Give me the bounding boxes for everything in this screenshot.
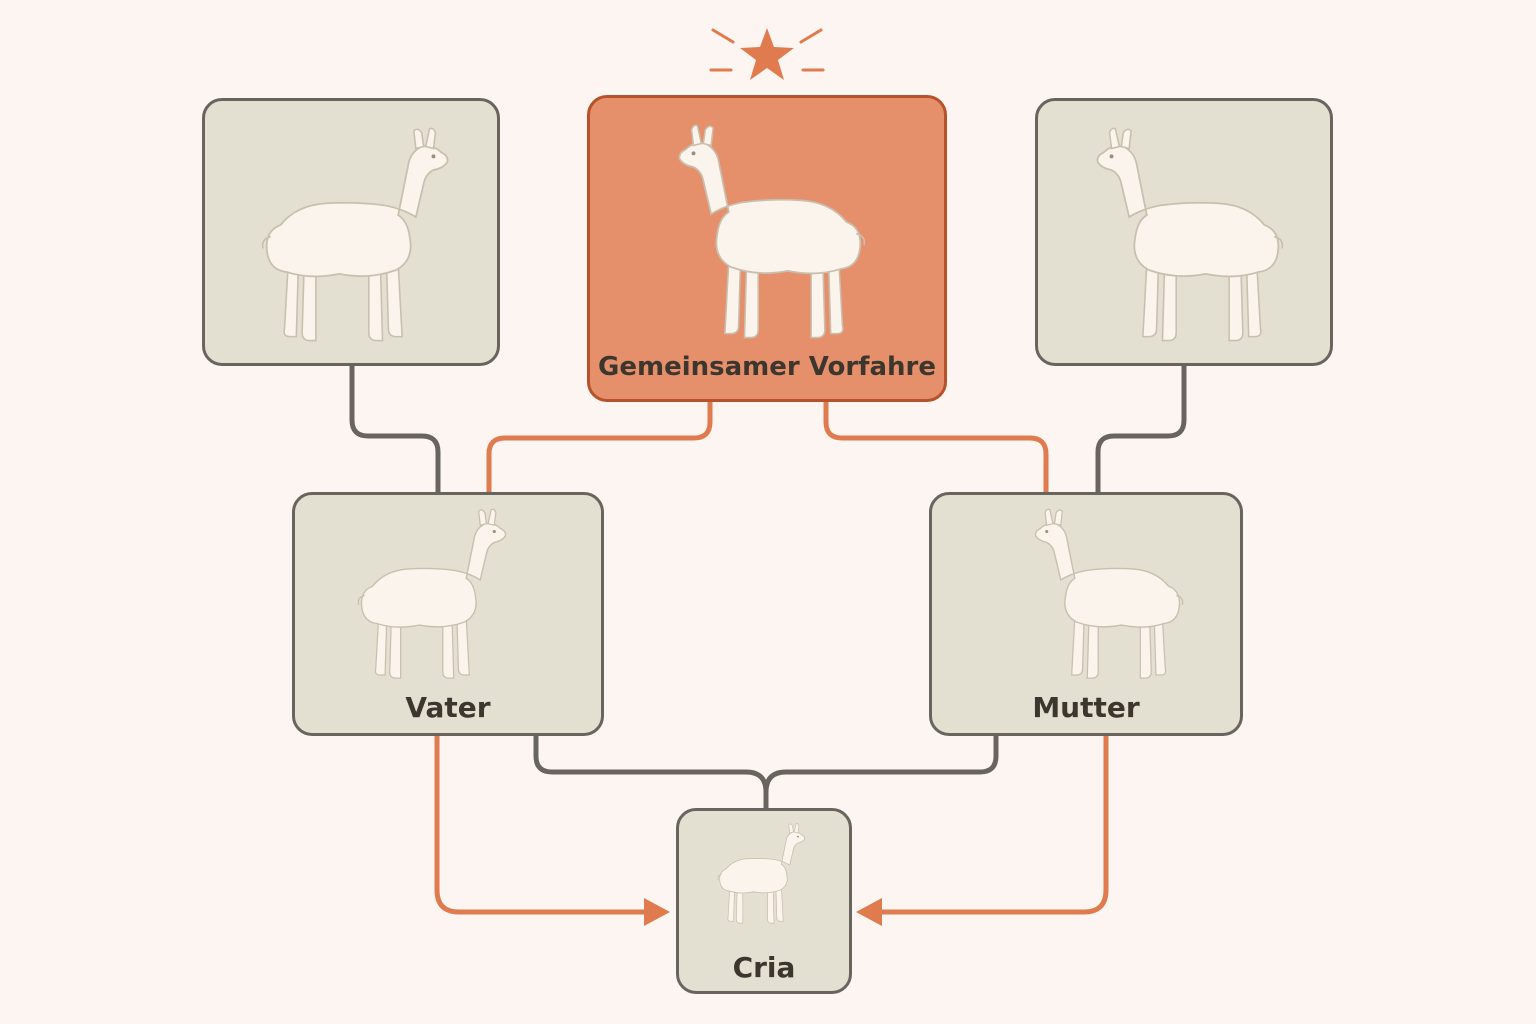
line-mother-to-cria-orange — [878, 736, 1109, 915]
line-ancestor-to-mother — [823, 402, 1049, 494]
node-grandparent-left[interactable] — [202, 98, 500, 366]
line-father-to-cria-orange — [434, 736, 648, 915]
arrow-head-left — [644, 898, 670, 926]
star-icon — [705, 26, 829, 90]
node-common-ancestor[interactable]: Gemeinsamer Vorfahre — [587, 95, 947, 402]
arrow-head-right — [856, 898, 882, 926]
father-label: Vater — [405, 691, 491, 724]
alpaca-icon — [1096, 127, 1284, 342]
alpaca-icon — [261, 127, 449, 342]
line-grandparent-left-to-father — [349, 366, 441, 494]
node-father[interactable]: Vater — [292, 492, 604, 736]
common-ancestor-label: Gemeinsamer Vorfahre — [598, 352, 936, 382]
line-father-to-cria-gray — [533, 734, 769, 810]
mother-label: Mutter — [1032, 691, 1140, 724]
line-grandparent-right-to-mother — [1095, 366, 1187, 494]
cria-label: Cria — [732, 951, 796, 984]
node-cria[interactable]: Cria — [676, 808, 852, 994]
line-ancestor-to-father — [486, 402, 713, 494]
node-grandparent-right[interactable] — [1035, 98, 1333, 366]
node-mother[interactable]: Mutter — [929, 492, 1243, 736]
line-mother-to-cria-gray — [763, 734, 999, 793]
